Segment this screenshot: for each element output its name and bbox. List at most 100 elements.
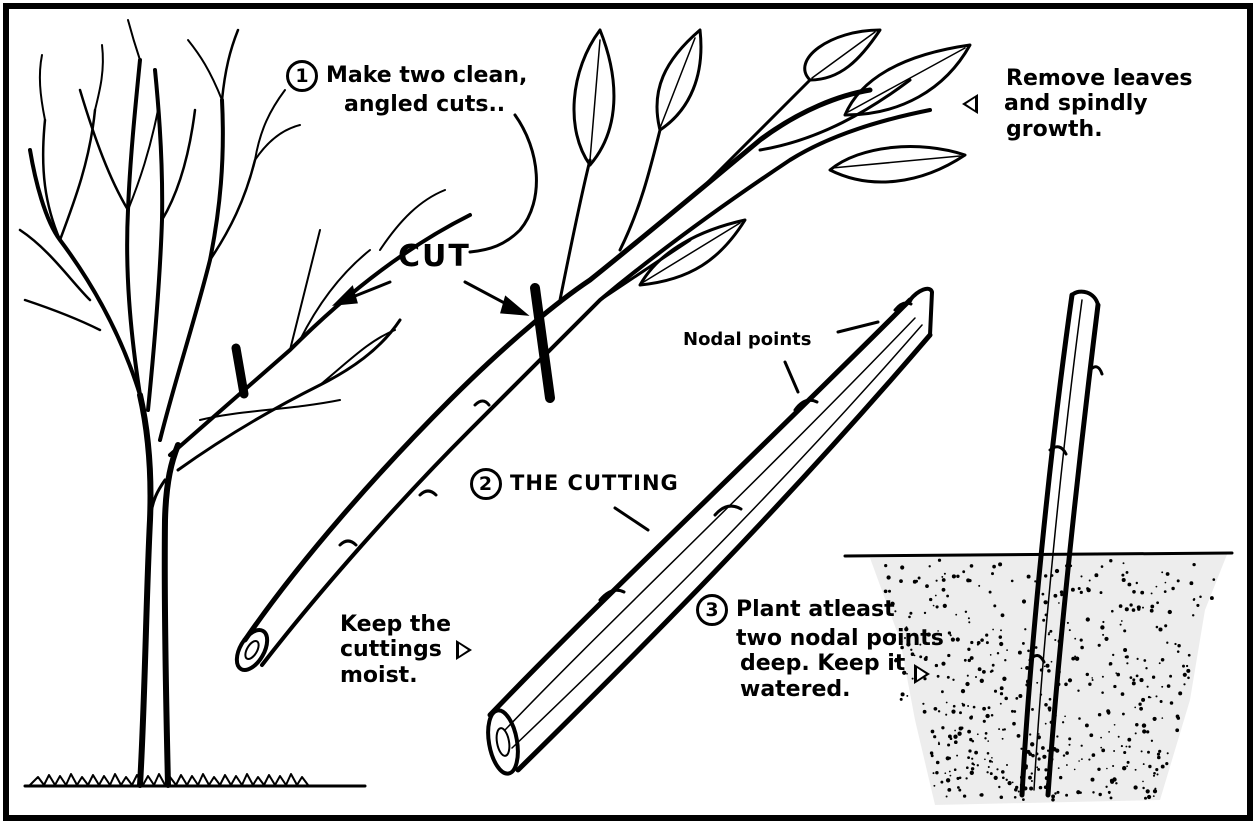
soil-speck: [1037, 768, 1040, 771]
soil-speck: [990, 772, 993, 775]
soil-speck: [900, 565, 904, 569]
soil-speck: [1048, 709, 1051, 712]
soil-speck: [998, 786, 1000, 788]
soil-speck: [970, 715, 973, 718]
soil-speck: [1020, 775, 1024, 779]
soil-speck: [1118, 736, 1120, 738]
soil-speck: [1183, 673, 1187, 677]
soil-speck: [1166, 572, 1170, 576]
soil-speck: [1156, 586, 1158, 588]
soil-speck: [984, 737, 986, 739]
soil-speck: [1027, 650, 1030, 653]
soil-speck: [1121, 574, 1124, 577]
soil-speck: [1177, 644, 1180, 647]
soil-speck: [970, 656, 974, 660]
soil-speck: [1097, 768, 1100, 771]
soil-speck: [1109, 792, 1111, 794]
soil-speck: [1042, 593, 1045, 596]
soil-speck: [940, 781, 943, 784]
soil-speck: [1135, 723, 1138, 726]
soil-speck: [1121, 692, 1125, 696]
soil-speck: [948, 631, 951, 634]
soil-speck: [970, 564, 974, 568]
soil-speck: [967, 675, 969, 677]
soil-speck: [990, 654, 992, 656]
soil-speck: [1054, 639, 1056, 641]
soil-speck: [1130, 676, 1133, 679]
cutting-leader-line: [615, 508, 648, 530]
soil-speck: [935, 771, 938, 774]
soil-speck: [1037, 735, 1041, 739]
soil-speck: [982, 670, 986, 674]
soil-speck: [1092, 753, 1096, 757]
keep-line3: moist.: [340, 663, 472, 688]
soil-speck: [956, 777, 959, 780]
soil-speck: [968, 621, 970, 623]
soil-speck: [1038, 733, 1040, 735]
soil-speck: [936, 761, 940, 765]
soil-speck: [913, 580, 917, 584]
soil-speck: [1210, 596, 1214, 600]
soil-speck: [1069, 629, 1071, 631]
soil-speck: [933, 772, 935, 774]
soil-speck: [1144, 797, 1147, 800]
soil-speck: [1039, 786, 1043, 790]
soil-speck: [1147, 686, 1149, 688]
soil-speck: [1035, 646, 1038, 649]
soil-speck: [1169, 675, 1172, 678]
soil-speck: [1098, 644, 1101, 647]
soil-speck: [1137, 608, 1140, 611]
soil-speck: [1110, 796, 1113, 799]
soil-speck: [951, 638, 955, 642]
soil-speck: [1157, 753, 1160, 756]
soil-speck: [1126, 662, 1128, 664]
soil-speck: [971, 762, 974, 765]
soil-speck: [1053, 594, 1057, 598]
soil-speck: [991, 714, 994, 717]
soil-speck: [1014, 796, 1017, 799]
soil-speck: [1074, 638, 1076, 640]
soil-speck: [1079, 791, 1082, 794]
soil-speck: [947, 654, 950, 657]
soil-speck: [1029, 787, 1033, 791]
soil-speck: [1158, 750, 1161, 753]
soil-speck: [1153, 717, 1157, 721]
soil-speck: [1054, 792, 1056, 794]
soil-speck: [1106, 768, 1108, 770]
soil-speck: [1052, 747, 1056, 751]
step3-number: 3: [696, 594, 728, 626]
soil-speck: [1020, 748, 1022, 750]
soil-speck: [941, 576, 943, 578]
soil-speck: [1041, 746, 1045, 750]
soil-speck: [1078, 760, 1080, 762]
soil-speck: [931, 754, 934, 757]
soil-speck: [1030, 742, 1034, 746]
soil-speck: [961, 689, 965, 693]
soil-speck: [977, 764, 979, 766]
soil-speck: [1050, 735, 1052, 737]
soil-speck: [1165, 762, 1168, 765]
soil-speck: [1159, 662, 1161, 664]
soil-speck: [1105, 786, 1107, 788]
step3-line1: Plant atleast: [736, 597, 895, 622]
step3-line2: two nodal points: [696, 626, 944, 651]
soil-speck: [1129, 603, 1132, 606]
soil-speck: [1147, 751, 1150, 754]
soil-speck: [1139, 707, 1143, 711]
soil-speck: [946, 756, 950, 760]
soil-speck: [956, 637, 960, 641]
remove-leaves-label: Remove leaves and spindly growth.: [962, 66, 1192, 142]
soil-speck: [1022, 599, 1026, 603]
soil-speck: [1161, 765, 1165, 769]
soil-speck: [1028, 776, 1032, 780]
soil-speck: [1064, 715, 1066, 717]
soil-speck: [1186, 669, 1190, 673]
soil-speck: [1031, 708, 1034, 711]
soil-speck: [1187, 676, 1190, 679]
soil-speck: [999, 635, 1002, 638]
soil-speck: [991, 761, 993, 763]
soil-speck: [922, 703, 924, 705]
cut-arrowhead-left: [336, 288, 356, 304]
soil-speck: [1055, 569, 1059, 573]
soil-speck: [1068, 744, 1070, 746]
